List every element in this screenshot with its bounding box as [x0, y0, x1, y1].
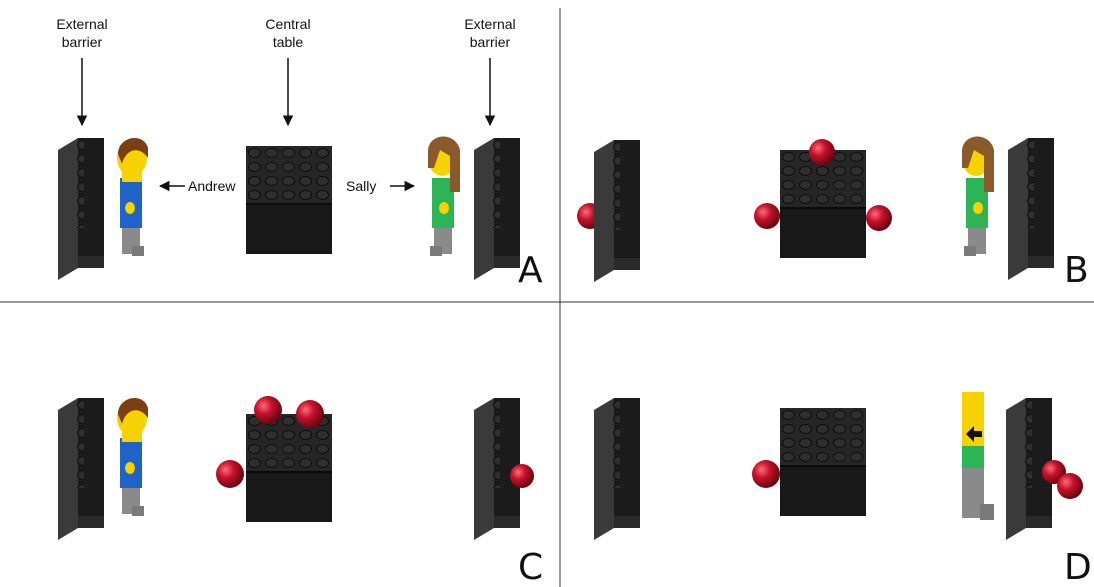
- panel-a: External barrier Central table External …: [56, 16, 543, 291]
- ball-d-table-left: [752, 460, 780, 488]
- central-table-b: [779, 149, 867, 259]
- ball-b-table-top: [809, 139, 835, 165]
- panel-d: D: [594, 392, 1092, 587]
- label-central-table-line1: Central: [265, 16, 310, 32]
- central-table-c: [245, 413, 333, 523]
- wall-left-c: [58, 398, 104, 540]
- panel-letter-b: B: [1064, 250, 1089, 291]
- label-external-barrier-right-line1: External: [464, 16, 515, 32]
- label-external-barrier-right-line2: barrier: [470, 34, 511, 50]
- panel-letter-c: C: [518, 547, 543, 587]
- ball-c-table-top-right: [296, 400, 324, 428]
- wall-right-a: [474, 138, 520, 280]
- wall-left-a: [58, 138, 104, 280]
- sally-minifig-b: [962, 136, 994, 256]
- panel-letter-a: A: [518, 250, 543, 291]
- label-central-table-line2: table: [273, 34, 304, 50]
- ball-c-behind-right-wall: [510, 464, 534, 488]
- ball-b-table-right: [866, 205, 892, 231]
- label-external-barrier-left-line2: barrier: [62, 34, 103, 50]
- wall-right-b: [1008, 138, 1054, 280]
- andrew-minifig-a: [117, 137, 148, 256]
- panel-c: C: [58, 396, 543, 587]
- ball-d-behind-right-wall-2: [1057, 473, 1083, 499]
- label-sally: Sally: [346, 178, 376, 194]
- panel-b: B: [577, 136, 1089, 291]
- sally-back-minifig-d: [962, 392, 994, 520]
- central-table-a: [245, 145, 333, 255]
- andrew-minifig-c: [117, 397, 148, 516]
- label-andrew: Andrew: [188, 178, 236, 194]
- label-external-barrier-left-line1: External: [56, 16, 107, 32]
- ball-b-table-left: [754, 203, 780, 229]
- wall-left-b: [594, 140, 640, 282]
- central-table-d: [779, 407, 867, 517]
- ball-c-table-top-left: [254, 396, 282, 424]
- panel-letter-d: D: [1064, 547, 1092, 587]
- wall-left-d: [594, 398, 640, 540]
- sally-minifig-a: [428, 136, 460, 256]
- ball-c-table-left: [216, 460, 244, 488]
